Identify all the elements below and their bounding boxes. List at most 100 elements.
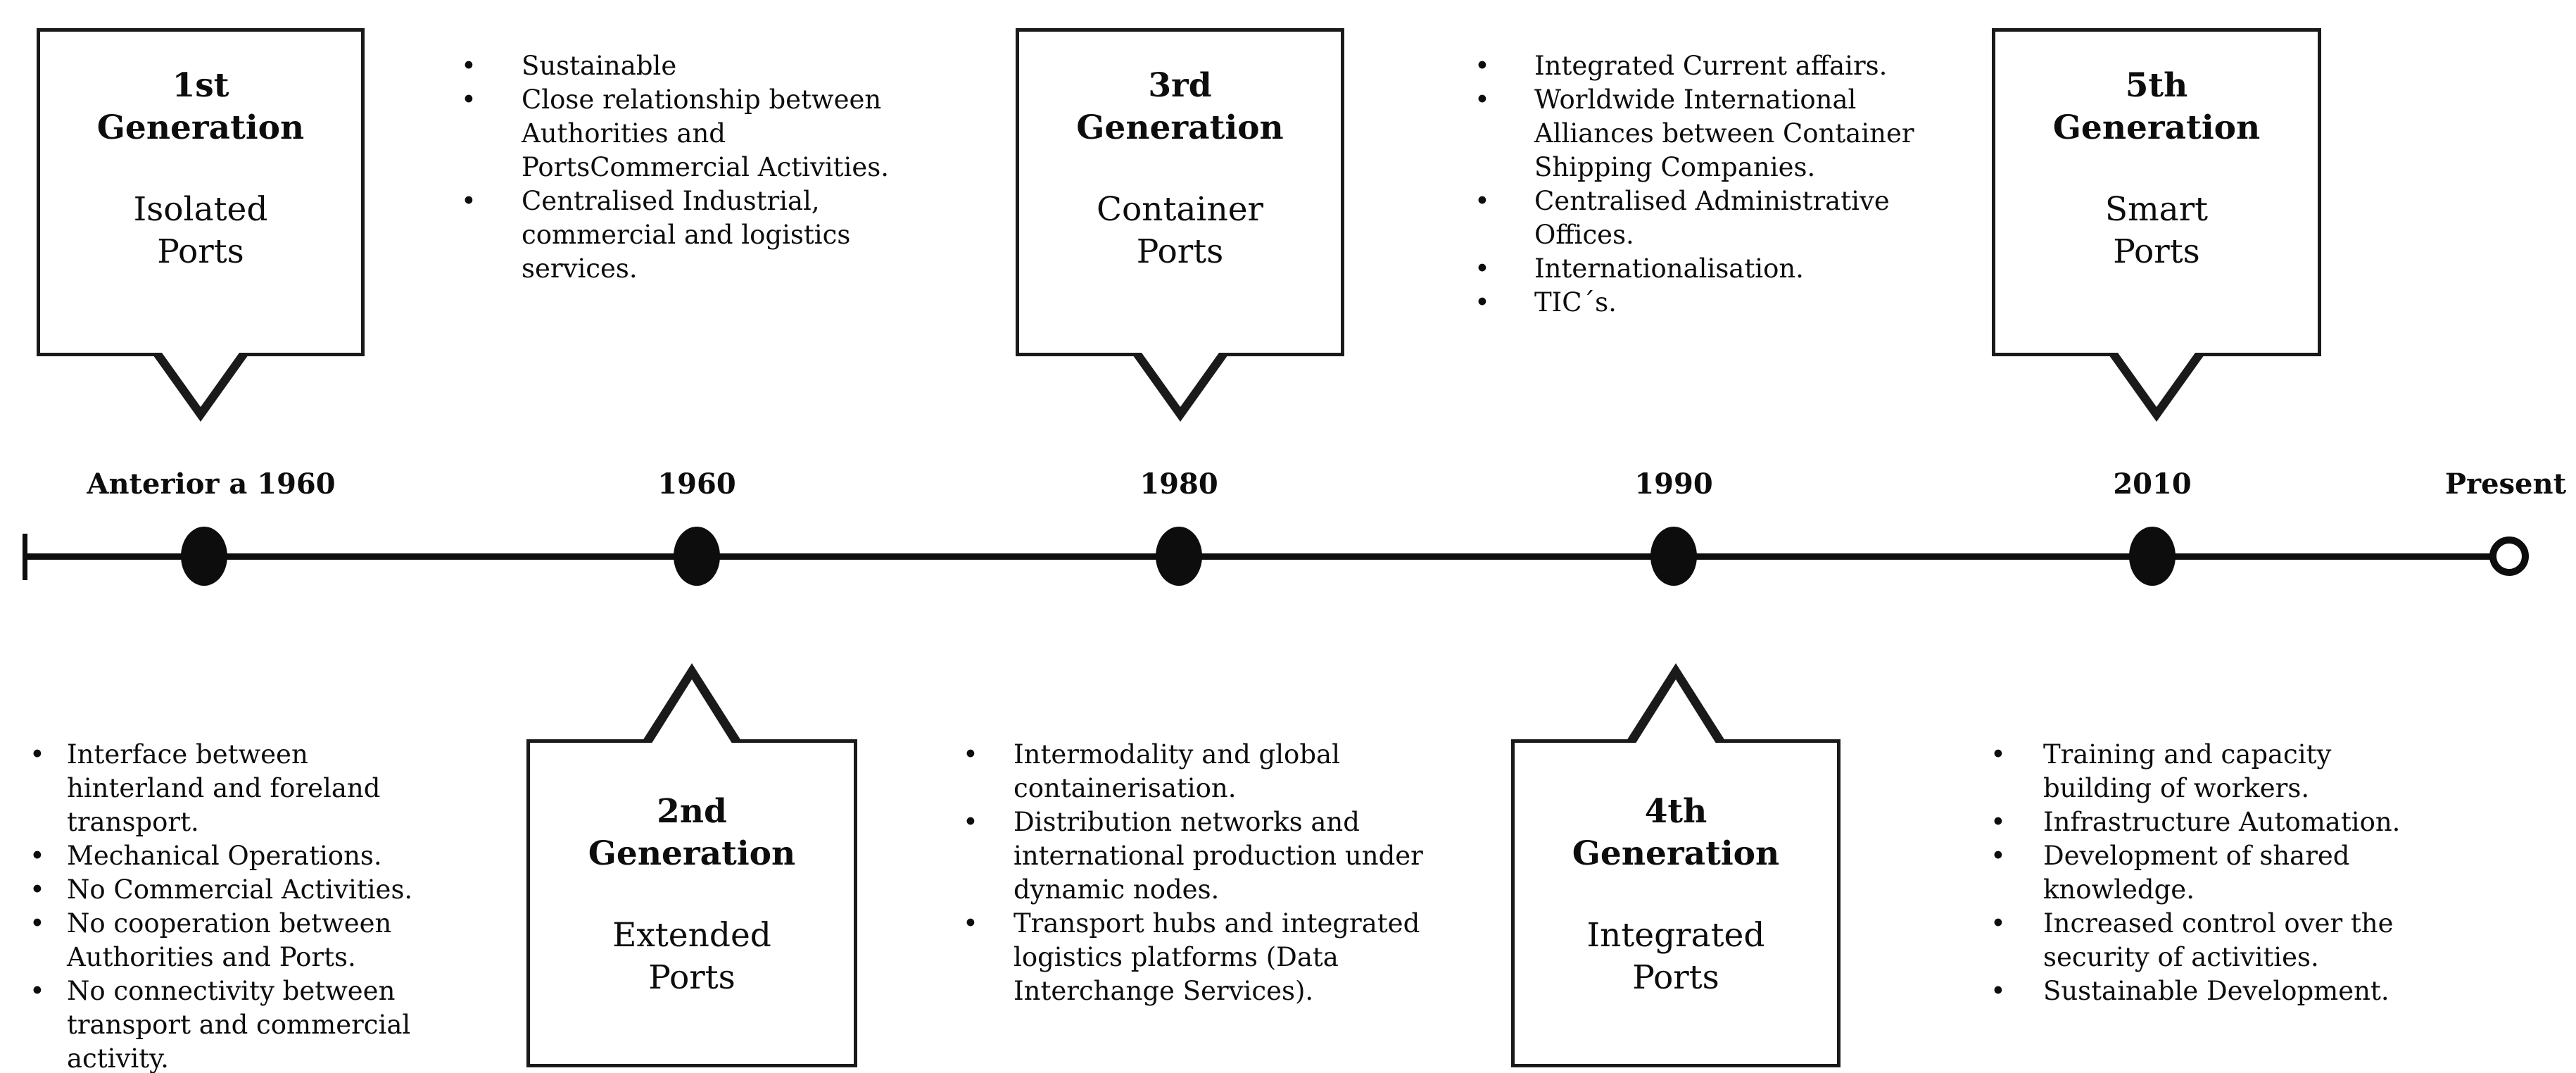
generation-word: Generation <box>96 108 305 147</box>
list-item: •Interface between hinterland and forela… <box>30 738 447 839</box>
generation-word: Generation <box>588 834 796 873</box>
bullet-icon: • <box>1990 841 2006 871</box>
bullet-icon: • <box>1475 287 1490 318</box>
pointer-up-fill <box>1633 679 1719 748</box>
list-item: • Transport hubs and integrated logistics… <box>963 907 1443 1008</box>
port-type-line2: Ports <box>1632 958 1719 997</box>
port-type-line1: Integrated <box>1586 916 1765 955</box>
bullet-icon: • <box>1475 84 1490 115</box>
list-item-text: Close relationship between Authorities a… <box>522 84 889 182</box>
timeline-end-open-circle <box>2489 536 2529 576</box>
bullet-list-3rd-generation-traits: • Intermodality and global containerisati… <box>963 738 1443 1008</box>
list-item: •Infrastructure Automation. <box>1990 805 2437 839</box>
list-item: • Development of shared knowledge. <box>1990 839 2437 907</box>
list-item-text: Centralised Administrative Offices. <box>1534 186 1890 250</box>
generation-word: Generation <box>1572 834 1780 873</box>
list-item-text: Sustainable <box>522 51 677 81</box>
bullet-icon: • <box>1475 186 1490 216</box>
generation-box-content: 2nd Generation Extended Ports <box>530 743 854 999</box>
bullet-icon: • <box>1475 51 1490 81</box>
port-type-line2: Ports <box>157 232 244 271</box>
list-item: • Worldwide International Alliances betwe… <box>1475 83 1971 184</box>
year-label-present: Present <box>2444 468 2567 501</box>
bullet-list-2nd-generation-traits: • Sustainable • Close relationship between… <box>461 49 944 286</box>
port-type-line2: Ports <box>2113 232 2200 271</box>
list-item-text: Transport hubs and integrated logistics … <box>1014 908 1420 1006</box>
generation-box-3rd: 3rd Generation Container Ports <box>1016 28 1344 422</box>
bullet-icon: • <box>1990 739 2006 770</box>
bullet-icon: • <box>30 841 45 871</box>
generation-box-content: 5th Generation Smart Ports <box>1995 32 2318 273</box>
bullet-list-1st-generation-traits: • Interface between hinterland and forela… <box>30 738 447 1073</box>
list-item-text: No cooperation between Authorities and P… <box>67 908 392 972</box>
bullet-icon: • <box>461 51 476 81</box>
list-item: • Mechanical Operations. <box>30 839 447 873</box>
generation-ordinal: 2nd <box>657 792 727 831</box>
list-item: • Training and capacity building of worke… <box>1990 738 2437 805</box>
bullet-icon: • <box>461 186 476 216</box>
year-label-1980: 1980 <box>1139 468 1218 501</box>
list-item-text: Sustainable Development. <box>2043 976 2389 1006</box>
bullet-list-4th-generation-traits: • Integrated Current affairs. • Worldwide … <box>1475 49 1971 320</box>
list-item: • No cooperation between Authorities and … <box>30 907 447 974</box>
list-item-text: Infrastructure Automation. <box>2043 807 2401 837</box>
generation-box-content: 1st Generation Isolated Ports <box>40 32 361 273</box>
list-item-text: Training and capacity building of worker… <box>2043 739 2332 803</box>
bullet-icon: • <box>30 908 45 939</box>
list-item-text: Increased control over the security of a… <box>2043 908 2394 972</box>
generation-box-5th: 5th Generation Smart Ports <box>1992 28 2321 422</box>
generation-ordinal: 3rd <box>1148 66 1212 105</box>
pointer-down-fill <box>2114 348 2199 407</box>
list-item-text: Intermodality and global containerisatio… <box>1014 739 1340 803</box>
pointer-down-fill <box>158 348 243 407</box>
port-type-line2: Ports <box>1136 232 1224 271</box>
list-item-text: No connectivity between transport and co… <box>67 976 411 1073</box>
generation-ordinal: 4th <box>1644 792 1707 831</box>
bullet-icon: • <box>963 807 978 837</box>
list-item: • Increased control over the security of … <box>1990 907 2437 974</box>
list-item-text: Development of shared knowledge. <box>2043 841 2350 905</box>
generation-ordinal: 5th <box>2125 66 2188 105</box>
generation-word: Generation <box>2052 108 2261 147</box>
list-item-text: Centralised Industrial, commercial and l… <box>522 186 851 284</box>
generation-ordinal: 1st <box>172 66 229 105</box>
list-item: • Centralised Industrial, commercial and … <box>461 184 944 286</box>
list-item: • Centralised Administrative Offices. <box>1475 184 1971 252</box>
bullet-icon: • <box>30 874 45 905</box>
list-item-text: Worldwide International Alliances betwee… <box>1534 84 1914 182</box>
port-type-line1: Smart <box>2104 190 2209 229</box>
port-type-line2: Ports <box>648 958 735 997</box>
pointer-up-fill <box>649 679 735 748</box>
bullet-icon: • <box>1990 908 2006 939</box>
list-item-text: Internationalisation. <box>1534 253 1804 284</box>
list-item-text: Mechanical Operations. <box>67 841 382 871</box>
bullet-icon: • <box>1475 253 1490 284</box>
timeline-dot-1980 <box>1156 527 1202 586</box>
generation-box-content: 3rd Generation Container Ports <box>1019 32 1341 273</box>
list-item: • Internationalisation. <box>1475 252 1971 286</box>
bullet-list-5th-generation-traits: • Training and capacity building of worke… <box>1990 738 2437 1008</box>
pointer-down-fill <box>1137 348 1223 407</box>
generation-word: Generation <box>1076 108 1284 147</box>
list-item: •TIC´s. <box>1475 286 1971 320</box>
bullet-icon: • <box>963 908 978 939</box>
port-type-line1: Container <box>1096 190 1264 229</box>
list-item: • Close relationship between Authorities … <box>461 83 944 184</box>
list-item: •Sustainable Development. <box>1990 974 2437 1008</box>
bullet-icon: • <box>461 84 476 115</box>
list-item: • Distribution networks and international… <box>963 805 1443 907</box>
list-item-text: Integrated Current affairs. <box>1534 51 1888 81</box>
list-item: • Sustainable <box>461 49 944 83</box>
generation-box-1st: 1st Generation Isolated Ports <box>37 28 365 422</box>
list-item-text: Distribution networks and international … <box>1014 807 1423 905</box>
bullet-icon: • <box>30 976 45 1006</box>
list-item-text: Interface between hinterland and forelan… <box>67 739 381 837</box>
bullet-icon: • <box>963 739 978 770</box>
port-type-line1: Extended <box>612 916 771 955</box>
generation-box-content: 4th Generation Integrated Ports <box>1515 743 1837 999</box>
port-type-line1: Isolated <box>133 190 268 229</box>
timeline-axis-line <box>25 553 2493 560</box>
timeline-dot-anterior-1960 <box>181 527 227 586</box>
year-label-1990: 1990 <box>1634 468 1713 501</box>
